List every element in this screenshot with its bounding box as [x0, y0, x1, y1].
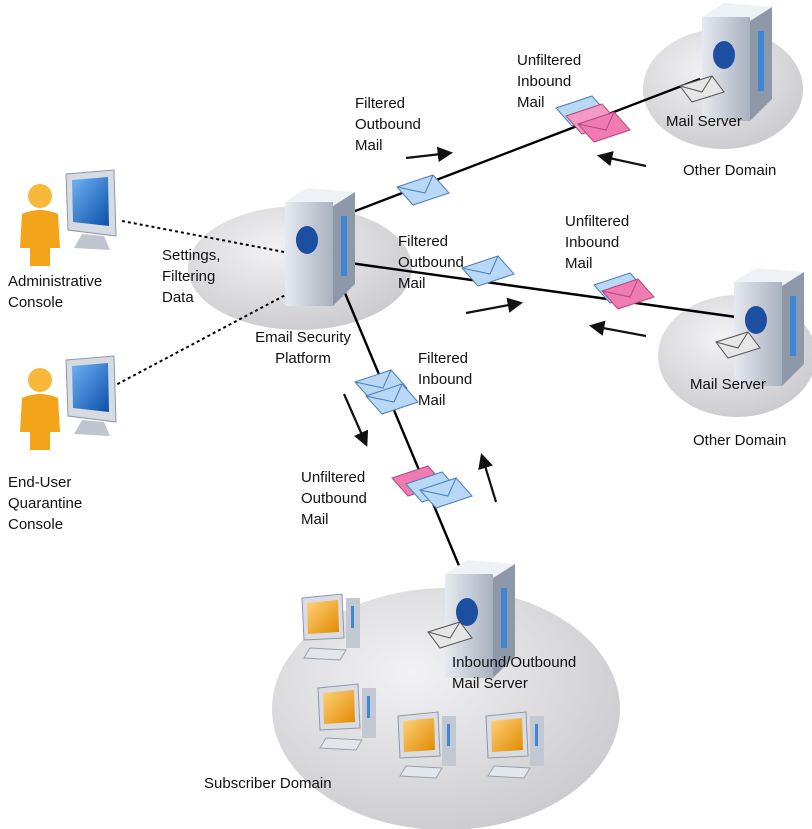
workstation-icon [397, 711, 456, 779]
monitor-icon [65, 355, 117, 436]
envelope-icon [396, 174, 450, 206]
unfiltered-inbound-top-label: Unfiltered Inbound Mail [517, 52, 582, 111]
filtered-outbound-top-label: Filtered Outbound Mail [355, 95, 421, 154]
subscriber-domain-label: Subscriber Domain [204, 775, 332, 792]
envelope-icon [679, 75, 725, 103]
server-icon [285, 188, 355, 306]
other-domain-mid-label: Other Domain [693, 432, 787, 449]
arrow-icon [596, 151, 647, 168]
envelope-icon [555, 95, 631, 143]
arrow-icon [465, 297, 524, 315]
mail-server-top-label: Mail Server [666, 113, 742, 130]
envelope-icon [365, 383, 419, 415]
server-icon [734, 268, 804, 386]
link-admin-console [121, 220, 301, 256]
envelope-icon [391, 465, 473, 509]
link-platform-to-mid-domain [349, 261, 737, 319]
other-domain-top-label: Other Domain [683, 162, 777, 179]
envelope-icon [715, 331, 761, 359]
filtered-inbound-label: Filtered Inbound Mail [418, 350, 473, 409]
person-icon [20, 184, 60, 266]
envelope-icon [427, 621, 473, 649]
subscriber-domain-disk [272, 588, 620, 829]
inbound-outbound-mail-server-label: Inbound/Outbound Mail Server [452, 654, 577, 692]
filtered-outbound-mid-label: Filtered Outbound Mail [398, 233, 464, 292]
server-icon [702, 3, 772, 121]
arrow-icon [478, 453, 498, 503]
link-quarantine-console [111, 281, 311, 388]
arrow-icon [405, 146, 454, 163]
end-user-quarantine-console-label: End-User Quarantine Console [8, 474, 83, 533]
unfiltered-inbound-mid-label: Unfiltered Inbound Mail [565, 213, 630, 272]
workstation-icon [301, 593, 360, 661]
monitor-icon [65, 169, 117, 250]
email-security-platform-label: Email Security Platform [255, 329, 351, 367]
person-icon [20, 368, 60, 450]
workstation-icon [485, 711, 544, 779]
arrow-icon [588, 320, 647, 338]
administrative-console-label: Administrative Console [8, 273, 103, 311]
mail-server-mid-label: Mail Server [690, 376, 766, 393]
arrow-icon [342, 393, 369, 447]
envelope-icon [354, 369, 408, 401]
link-platform-to-subscriber [340, 285, 462, 569]
envelope-icon [593, 272, 655, 310]
unfiltered-outbound-label: Unfiltered Outbound Mail [301, 469, 367, 528]
workstation-icon [317, 683, 376, 751]
envelope-icon [461, 255, 515, 287]
settings-filtering-data-label: Settings, Filtering Data [162, 247, 221, 306]
